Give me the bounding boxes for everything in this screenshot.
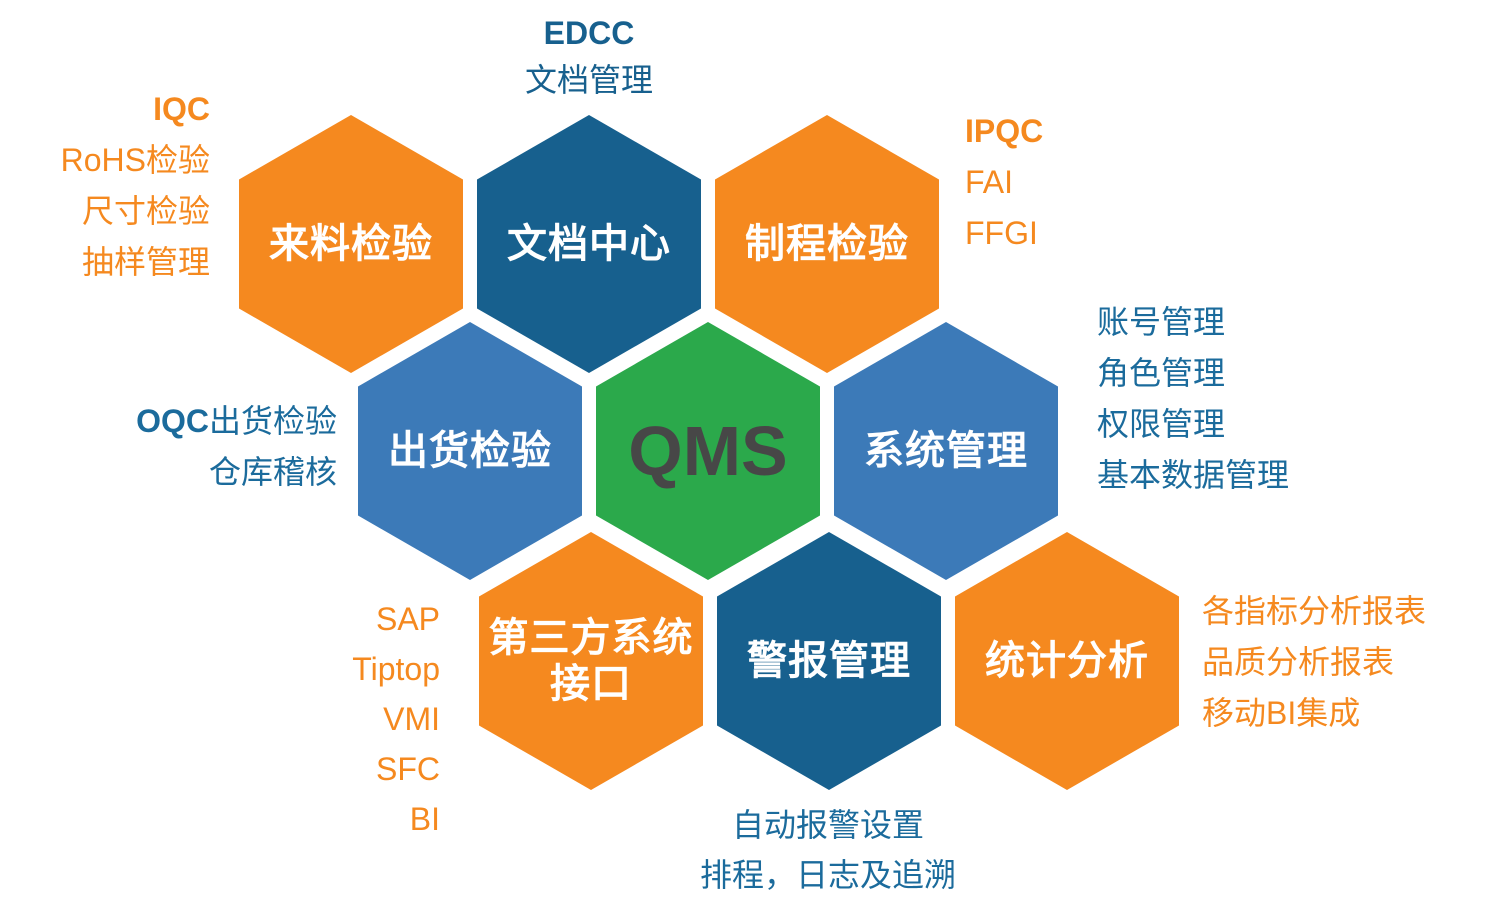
hexagon-thirdparty-interface-label-line2: 接口 [550,662,632,706]
hexagon-incoming-inspection: 来料检验 [239,115,463,373]
annotation-thirdparty-item: SFC [376,751,440,787]
annotation-ipqc: IPQC FAI FFGI [965,106,1043,259]
hexagon-qms-center-label: QMS [628,412,788,490]
hexagon-system-management-label: 系统管理 [864,429,1028,473]
hexagon-document-center: 文档中心 [477,115,701,373]
annotation-ipqc-title: IPQC [965,113,1044,149]
annotation-stats-item: 各指标分析报表 [1202,593,1427,629]
hexagon-alarm-management: 警报管理 [717,532,941,790]
annotation-iqc-title: IQC [153,91,210,127]
hexagon-statistics-analysis-label: 统计分析 [985,639,1149,683]
annotation-thirdparty-item: VMI [383,701,440,737]
hexagon-process-inspection-label: 制程检验 [745,222,909,266]
annotation-thirdparty-item: Tiptop [352,651,440,687]
annotation-stats-item: 品质分析报表 [1202,644,1395,680]
annotation-iqc-item: RoHS检验 [60,142,210,178]
annotation-system-item: 基本数据管理 [1097,457,1290,493]
hexagon-thirdparty-interface: 第三方系统 接口 [479,532,703,790]
annotation-stats-item: 移动BI集成 [1202,695,1361,731]
annotation-oqc-title-line: OQC出货检验 [136,396,337,447]
annotation-system-item: 账号管理 [1097,304,1226,340]
annotation-iqc: IQC RoHS检验 尺寸检验 抽样管理 [61,84,210,288]
annotation-iqc-item: 抽样管理 [81,244,210,280]
annotation-ipqc-item: FAI [965,164,1014,200]
annotation-oqc-title-suffix: 出货检验 [208,403,337,439]
hexagon-alarm-management-label: 警报管理 [747,639,911,683]
hexagon-thirdparty-interface-label-line1: 第三方系统 [488,616,694,660]
hexagon-statistics-analysis: 统计分析 [955,532,1179,790]
annotation-system-management: 账号管理 角色管理 权限管理 基本数据管理 [1097,297,1289,501]
annotation-iqc-item: 尺寸检验 [81,193,210,229]
hexagon-shipping-inspection-label: 出货检验 [388,429,552,473]
hexagon-qms-center: QMS [596,322,820,580]
annotation-alarm-item: 自动报警设置 [731,807,924,843]
annotation-edcc-title: EDCC [543,15,635,51]
annotation-thirdparty-systems: SAP Tiptop VMI SFC BI [352,594,440,844]
annotation-system-item: 权限管理 [1097,406,1226,442]
hexagon-document-center-label: 文档中心 [507,222,671,266]
hexagon-process-inspection: 制程检验 [715,115,939,373]
hexagon-shipping-inspection: 出货检验 [358,322,582,580]
annotation-thirdparty-item: BI [409,801,440,837]
annotation-thirdparty-item: SAP [375,601,440,637]
annotation-edcc-item: 文档管理 [524,62,653,98]
annotation-system-item: 角色管理 [1097,355,1226,391]
annotation-alarm-item: 排程，日志及追溯 [699,857,956,893]
annotation-alarm-management: 自动报警设置 排程，日志及追溯 [578,800,1078,900]
annotation-ipqc-item: FFGI [965,215,1038,251]
annotation-edcc: EDCC 文档管理 [477,10,701,104]
annotation-oqc: OQC出货检验 仓库稽核 [136,396,337,498]
annotation-oqc-title: OQC [136,403,209,439]
annotation-statistics-analysis: 各指标分析报表 品质分析报表 移动BI集成 [1202,586,1426,739]
annotation-oqc-item: 仓库稽核 [208,454,337,490]
hexagon-system-management: 系统管理 [834,322,1058,580]
hexagon-incoming-inspection-label: 来料检验 [269,222,433,266]
